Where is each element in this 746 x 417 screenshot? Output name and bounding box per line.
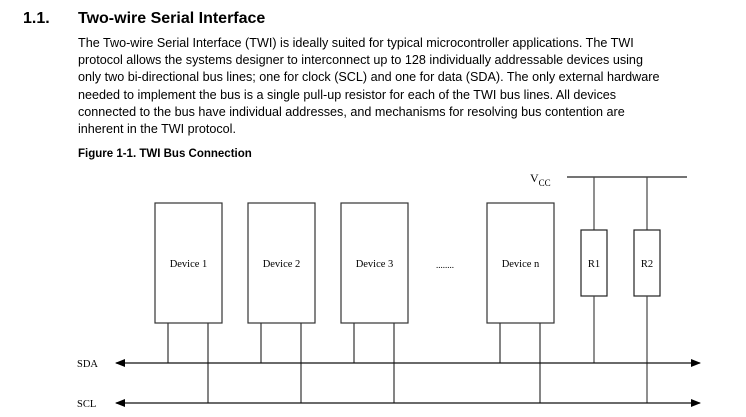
- device-1: Device 1: [154, 202, 223, 324]
- device-n-label: Device n: [502, 259, 540, 270]
- figure-caption: Figure 1-1. TWI Bus Connection: [78, 148, 252, 160]
- sda-label: SDA: [77, 359, 98, 370]
- device-3-label: Device 3: [356, 259, 394, 270]
- section-number: 1.1.: [23, 10, 50, 27]
- paragraph-line: connected to the bus have individual add…: [78, 104, 625, 119]
- vcc-label: VCC: [530, 171, 551, 188]
- section-paragraph: The Two-wire Serial Interface (TWI) is i…: [78, 35, 738, 138]
- device-2-label: Device 2: [263, 259, 301, 270]
- paragraph-line: needed to implement the bus is a single …: [78, 87, 617, 102]
- scl-label: SCL: [77, 399, 96, 410]
- resistor-r1: R1: [580, 177, 608, 363]
- section-title: Two-wire Serial Interface: [78, 10, 266, 27]
- paragraph-line: inherent in the TWI protocol.: [78, 122, 236, 137]
- resistor-r2-label: R2: [641, 259, 653, 270]
- paragraph-line: The Two-wire Serial Interface (TWI) is i…: [78, 36, 634, 50]
- paragraph-line: only two bi-directional bus lines; one f…: [78, 70, 660, 85]
- device-n: Device n: [486, 202, 555, 324]
- device-2: Device 2: [247, 202, 316, 324]
- paragraph-line: protocol allows the systems designer to …: [78, 53, 643, 68]
- device-1-label: Device 1: [170, 259, 208, 270]
- device-ellipsis: ........: [436, 260, 454, 270]
- resistor-r2: R2: [633, 177, 661, 403]
- device-3: Device 3: [340, 202, 409, 324]
- resistor-r1-label: R1: [588, 259, 600, 270]
